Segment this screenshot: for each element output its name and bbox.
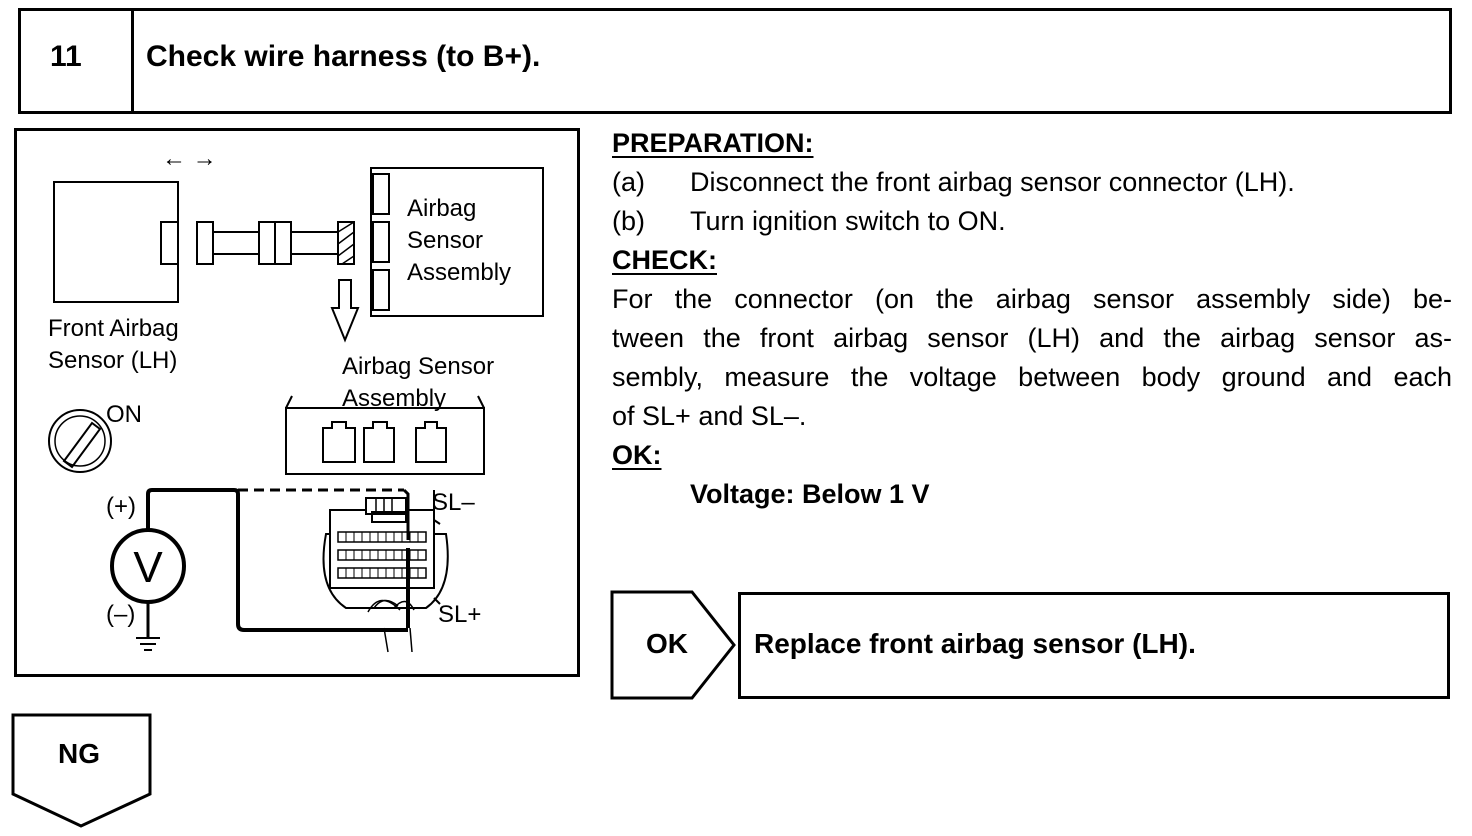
front-airbag-sensor-body — [53, 181, 179, 303]
minus-label: (–) — [106, 601, 135, 628]
sl-minus-label: SL– — [432, 489, 475, 516]
step-title: Check wire harness (to B+). — [146, 40, 541, 73]
connector-label: Airbag Sensor Assembly — [342, 353, 501, 412]
connector-face — [285, 407, 485, 475]
preparation-heading: PREPARATION: — [612, 128, 814, 158]
ok-value: Voltage: Below 1 V — [690, 479, 930, 509]
wiring-diagram: ← → Front Airbag Sensor (LH) Airbag Sens… — [14, 128, 580, 677]
harness-plug — [196, 221, 214, 265]
ok-tag: OK — [646, 628, 688, 659]
ok-action-box — [738, 592, 1450, 699]
plus-label: (+) — [106, 493, 136, 520]
harness-connector — [322, 533, 449, 609]
step-a: (a)Disconnect the front airbag sensor co… — [612, 167, 1295, 197]
step-header — [18, 8, 1452, 114]
ng-tag-shape — [11, 713, 152, 828]
ignition-on-label: ON — [106, 401, 142, 428]
check-line: For the connector (on the airbag sensor … — [612, 284, 1452, 314]
step-number: 11 — [50, 40, 82, 73]
check-line: of SL+ and SL–. — [612, 401, 807, 431]
disconnect-arrows-label: ← → — [162, 145, 217, 172]
instructions: PREPARATION: (a)Disconnect the front air… — [612, 124, 1452, 514]
check-line: sembly, measure the voltage between body… — [612, 362, 1452, 392]
down-arrow-icon — [330, 279, 360, 343]
step-b: (b)Turn ignition switch to ON. — [612, 206, 1006, 236]
ng-tag: NG — [58, 738, 100, 769]
check-heading: CHECK: — [612, 245, 717, 275]
ok-tag-shape — [610, 590, 736, 700]
check-line: tween the front airbag sensor (LH) and t… — [612, 323, 1452, 353]
header-divider — [131, 8, 134, 114]
ok-heading: OK: — [612, 440, 662, 470]
airbag-sensor-assembly-body — [370, 167, 544, 317]
airbag-sensor-label: Airbag Sensor Assembly — [407, 195, 511, 286]
sl-plus-label: SL+ — [438, 601, 481, 628]
ok-action: Replace front airbag sensor (LH). — [754, 628, 1196, 659]
ignition-switch-icon — [48, 409, 112, 473]
diagram-frame — [14, 128, 580, 677]
front-sensor-label: Front Airbag Sensor (LH) — [48, 315, 185, 374]
meter-symbol: V — [133, 543, 163, 592]
